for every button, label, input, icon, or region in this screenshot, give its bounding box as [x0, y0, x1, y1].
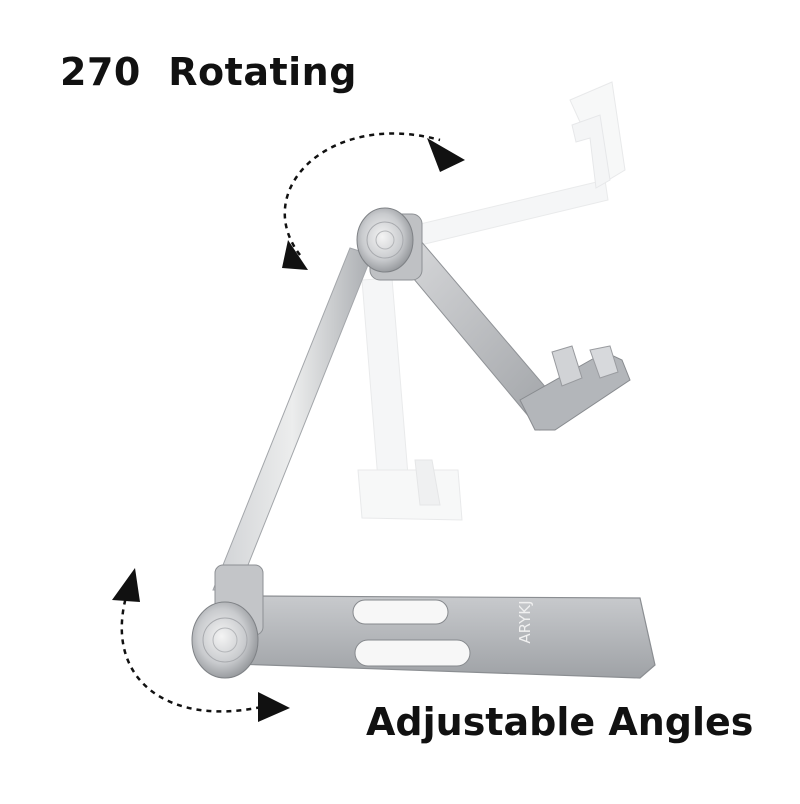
adjust-arrow-icon: [112, 568, 290, 722]
top-hinge: [356, 207, 423, 281]
headline-adjustable: Adjustable Angles: [366, 700, 754, 744]
rotation-arrow-icon: [282, 132, 465, 270]
ghost-arm-upper: [394, 81, 626, 251]
headline-rotating: 270 Rotating: [60, 50, 357, 94]
base-slot-lower: [354, 639, 471, 667]
base-slot-upper: [352, 599, 449, 625]
brand-mark: ARYKJ: [516, 600, 534, 643]
base-hinge: [191, 564, 264, 679]
support-leg: [212, 247, 373, 591]
ghost-arm-lower: [357, 277, 463, 521]
